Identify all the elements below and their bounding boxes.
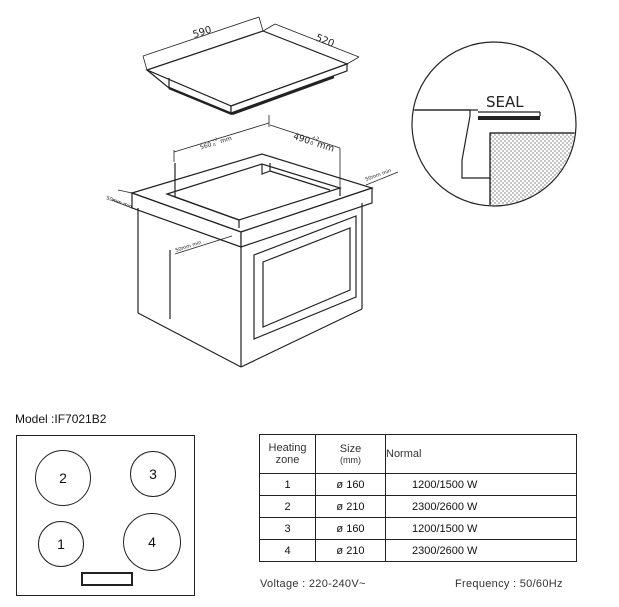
seal-detail: [411, 41, 577, 207]
header-size: Size (mm): [315, 434, 386, 474]
table-row: 1 ø 160 1200/1500 W: [259, 473, 577, 496]
table-row: 2 ø 210 2300/2600 W: [259, 495, 577, 518]
heating-zone-3: 3: [130, 451, 176, 497]
zone-label: 1: [57, 536, 65, 552]
hob-width-label: 590: [192, 24, 214, 40]
svg-text:mm: mm: [219, 135, 232, 145]
cell-size: ø 160: [315, 517, 386, 540]
cell-zone: 2: [259, 495, 316, 518]
cabinet-illustration: [130, 153, 374, 368]
svg-text:+2: +2: [211, 136, 219, 143]
installation-drawing: 590 520 560 +2 0 mm 490 +2 0 mm 50mm min…: [105, 16, 577, 368]
svg-text:mm: mm: [315, 140, 335, 155]
cell-power: 2300/2600 W: [385, 495, 577, 518]
model-label: Model :IF7021B2: [15, 412, 106, 426]
clearance-right-label: 50mm min: [365, 168, 393, 183]
heating-zone-2: 2: [35, 450, 91, 506]
cutout-width-label: 560 +2 0 mm: [199, 135, 232, 151]
voltage-text: Voltage : 220-240V~: [260, 578, 366, 590]
frequency-text: Frequency : 50/60Hz: [455, 578, 563, 590]
zone-label: 3: [149, 466, 157, 482]
zone-label: 2: [59, 470, 67, 486]
hob-dimension-lines: [142, 16, 360, 71]
header-heating-zone: Heating zone: [259, 434, 316, 474]
table-row: 4 ø 210 2300/2600 W: [259, 539, 577, 562]
header-normal: Normal: [385, 434, 577, 474]
svg-text:0: 0: [309, 140, 314, 147]
cell-power: 1200/1500 W: [385, 517, 577, 540]
cell-power: 2300/2600 W: [385, 539, 577, 562]
spec-table: Heating zone Size (mm) Normal 1 ø 160 12…: [259, 434, 577, 562]
svg-text:+2: +2: [311, 135, 320, 143]
cell-zone: 1: [259, 473, 316, 496]
seal-label: SEAL: [486, 93, 524, 111]
cell-zone: 4: [259, 539, 316, 562]
cutout-dimension-lines: [111, 115, 399, 255]
cell-power: 1200/1500 W: [385, 473, 577, 496]
table-header-row: Heating zone Size (mm) Normal: [259, 434, 577, 474]
hob-illustration: [145, 30, 349, 116]
zone-label: 4: [148, 534, 156, 550]
svg-text:0: 0: [212, 142, 216, 148]
cell-size: ø 210: [315, 495, 386, 518]
cell-size: ø 210: [315, 539, 386, 562]
cutout-depth-label: 490 +2 0 mm: [292, 132, 336, 155]
hob-layout-panel: 2 3 1 4: [16, 435, 195, 596]
clearance-front-label: 50mm min: [175, 240, 203, 254]
model-number: IF7021B2: [54, 412, 107, 426]
control-panel: [81, 572, 133, 586]
table-row: 3 ø 160 1200/1500 W: [259, 517, 577, 540]
heating-zone-4: 4: [123, 513, 181, 571]
heating-zone-1: 1: [38, 521, 84, 567]
svg-text:560: 560: [199, 141, 212, 151]
cell-size: ø 160: [315, 473, 386, 496]
clearance-left-label: 50mm min: [105, 195, 133, 210]
svg-text:490: 490: [292, 132, 312, 147]
model-label-prefix: Model :: [15, 412, 55, 426]
hob-depth-label: 520: [314, 33, 336, 50]
cell-zone: 3: [259, 517, 316, 540]
